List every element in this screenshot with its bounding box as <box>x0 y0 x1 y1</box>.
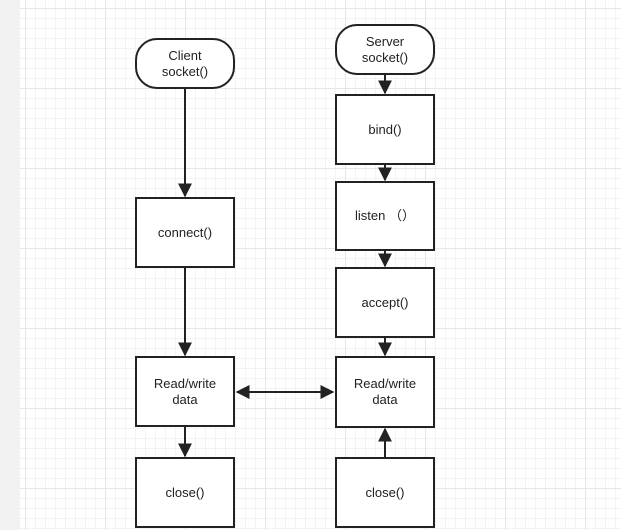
client-rw-label: Read/write data <box>153 375 217 407</box>
server-close-label: close() <box>365 484 405 500</box>
connect-node[interactable]: connect() <box>135 197 235 268</box>
client-rw-node[interactable]: Read/write data <box>135 356 235 427</box>
connect-label: connect() <box>157 224 213 240</box>
server-rw-label: Read/write data <box>353 376 417 407</box>
listen-node[interactable]: listen （） <box>335 181 435 251</box>
bind-label: bind() <box>368 121 402 137</box>
left-gutter <box>0 0 20 530</box>
bind-node[interactable]: bind() <box>335 94 435 165</box>
server-close-node[interactable]: close() <box>335 457 435 528</box>
server-socket-label: Server socket() <box>361 33 409 65</box>
accept-node[interactable]: accept() <box>335 267 435 338</box>
accept-label: accept() <box>361 294 409 310</box>
diagram-canvas <box>20 0 621 530</box>
server-socket-node[interactable]: Server socket() <box>335 24 435 75</box>
server-rw-node[interactable]: Read/write data <box>335 356 435 428</box>
client-socket-label: Client socket() <box>161 47 209 79</box>
listen-label: listen （） <box>355 208 415 223</box>
client-socket-node[interactable]: Client socket() <box>135 38 235 89</box>
client-close-node[interactable]: close() <box>135 457 235 528</box>
client-close-label: close() <box>165 484 205 500</box>
